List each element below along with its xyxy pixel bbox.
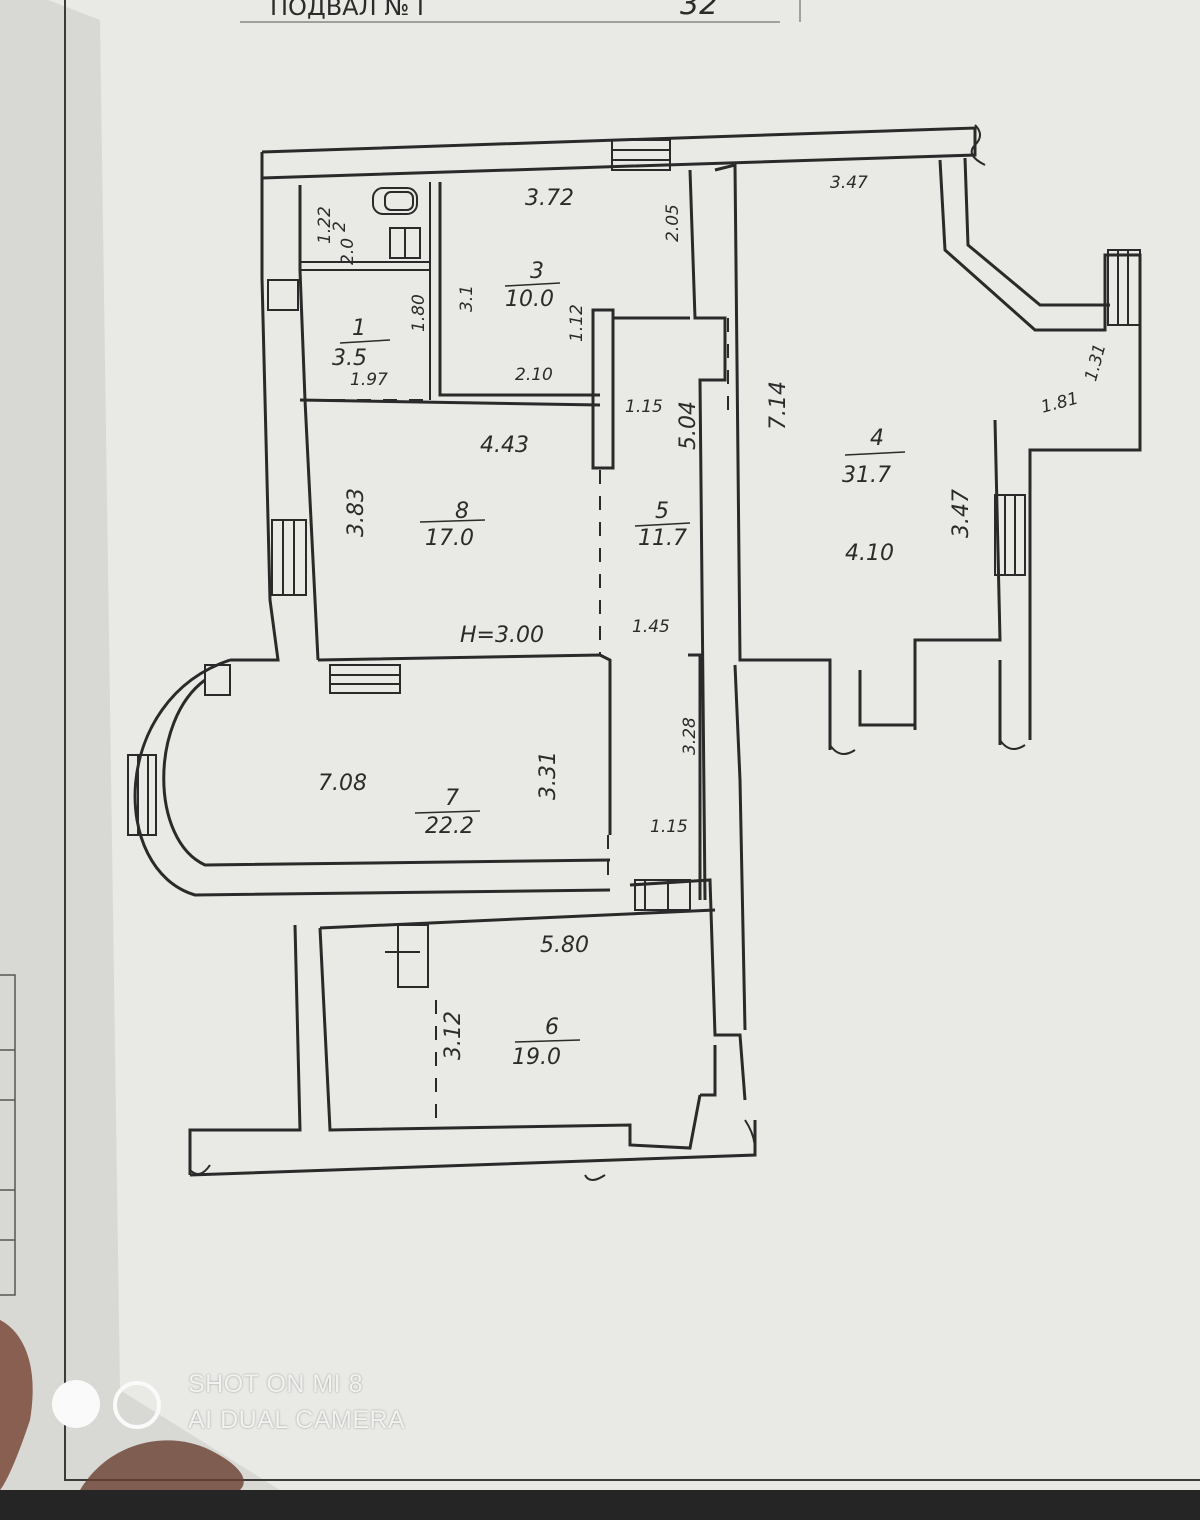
- dim-1-15-bottom: 1.15: [650, 817, 688, 837]
- dim-3-83: 3.83: [344, 488, 369, 537]
- room-5-number: 5: [655, 499, 669, 524]
- room-4-number: 4: [870, 426, 884, 451]
- dim-4-10: 4.10: [845, 541, 894, 566]
- ceiling-height: H=3.00: [460, 623, 544, 648]
- room-labels: 1 3.5 2 2.0 3 10.0 4 31.7 5 11.7 6 19.0 …: [330, 221, 906, 1070]
- dim-3-1: 3.1: [457, 285, 477, 312]
- dim-1-22: 1.22: [315, 206, 335, 244]
- watermark-line-2: AI DUAL CAMERA: [188, 1406, 406, 1434]
- room-1-number: 1: [352, 316, 366, 341]
- room-7-number: 7: [445, 786, 459, 811]
- dim-1-12: 1.12: [567, 304, 587, 342]
- room-1-area: 3.5: [332, 346, 367, 371]
- sheet-frame: [64, 0, 1200, 1481]
- bathroom-fixtures: [300, 182, 431, 400]
- dim-3-12: 3.12: [441, 1011, 466, 1060]
- dim-1-15-top: 1.15: [625, 397, 663, 417]
- room-8-number: 8: [455, 499, 469, 524]
- dim-2-10: 2.10: [515, 365, 553, 385]
- dim-3-28: 3.28: [680, 717, 700, 755]
- sheet-title: ПОДВАЛ № Г: [270, 0, 431, 21]
- camera-dot-filled: [52, 1380, 100, 1428]
- room-6-area: 19.0: [512, 1045, 561, 1070]
- camera-dot-ring: [113, 1381, 161, 1429]
- sheet-header: ПОДВАЛ № Г 32: [240, 0, 801, 23]
- side-table-fragment: [0, 974, 16, 1296]
- dim-7-14: 7.14: [766, 381, 791, 430]
- room-7-area: 22.2: [425, 814, 474, 839]
- dim-5-80: 5.80: [540, 933, 589, 958]
- break-marks: [189, 124, 1026, 1181]
- dim-3-47-top: 3.47: [830, 173, 868, 193]
- hatches: [127, 139, 1141, 988]
- dim-7-08: 7.08: [318, 771, 367, 796]
- dim-2-05: 2.05: [663, 204, 683, 242]
- dimension-labels: 1.22 1.80 1.97 3.1 3.72 2.05 1.12 2.10 3…: [315, 173, 1110, 1060]
- dim-3-31: 3.31: [536, 751, 561, 800]
- finger-silhouette: [0, 1320, 33, 1490]
- room-2-area: 2.0: [338, 238, 358, 265]
- room-8-area: 17.0: [425, 526, 474, 551]
- watermark-line-1: SHOT ON MI 8: [188, 1370, 364, 1398]
- room-6-number: 6: [545, 1015, 559, 1040]
- room-3-number: 3: [530, 259, 544, 284]
- dim-4-43: 4.43: [480, 433, 529, 458]
- sheet-number: 32: [680, 0, 718, 22]
- dim-3-47-right: 3.47: [949, 489, 974, 538]
- room-3-area: 10.0: [505, 287, 554, 312]
- room-4-area: 31.7: [842, 463, 891, 488]
- bottom-bar: [0, 1490, 1200, 1520]
- dim-1-45: 1.45: [632, 617, 670, 637]
- room-5-area: 11.7: [638, 526, 687, 551]
- room-2-number: 2: [330, 221, 350, 232]
- dim-1-80: 1.80: [409, 294, 429, 332]
- dim-1-97: 1.97: [350, 370, 388, 390]
- dim-3-72: 3.72: [525, 186, 574, 211]
- dim-5-04: 5.04: [676, 401, 701, 450]
- paper-sheet: [48, 0, 1200, 1490]
- dashed-partitions: [305, 318, 729, 1125]
